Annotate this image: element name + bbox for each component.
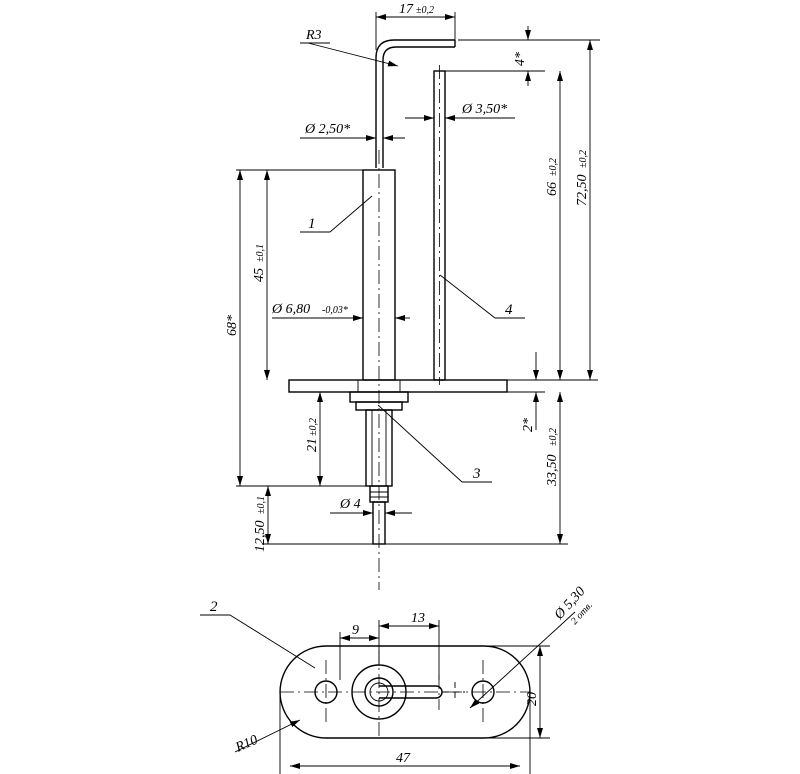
dim-plate-width: 20: [525, 692, 540, 706]
dim-pin-diameter: Ø 4: [339, 497, 361, 512]
dim-top-width: 17: [399, 2, 414, 17]
mounting-plate-side: [288, 379, 508, 393]
dim-shank-length-tol: ±0,2: [308, 418, 319, 436]
callout-part-4: 4: [505, 302, 513, 318]
dim-lower-length: 33,50: [545, 455, 560, 488]
dim-total-height: 72,50: [575, 175, 590, 207]
dim-insulator-height: 45: [252, 268, 267, 282]
dim-hole-offset: 9: [352, 623, 359, 638]
dim-pin-length-tol: ±0,1: [256, 496, 267, 514]
dim-lower-length-tol: ±0,2: [548, 428, 559, 446]
callout-part-1: 1: [308, 216, 316, 232]
dim-insulator-height-tol: ±0,1: [255, 244, 266, 262]
dim-plate-thickness: 2*: [521, 418, 536, 432]
electrode-wire-outer: [375, 39, 455, 168]
electrode-wire-inner: [382, 46, 455, 168]
dim-rod-height-tol: ±0,2: [548, 158, 559, 176]
dim-plate-length: 47: [396, 751, 411, 766]
front-view-dimensions: 17 ±0,2 R3 Ø 2,50* Ø 3,50* 4* 66 ±0,2 72…: [225, 2, 600, 552]
dim-top-width-tol: ±0,2: [416, 5, 434, 16]
dim-overall-length: 68*: [225, 315, 240, 336]
dim-center-spacing: 13: [411, 611, 425, 626]
dim-shank-length: 21: [305, 438, 320, 452]
callout-part-2: 2: [210, 599, 218, 615]
dim-rod-height: 66: [545, 182, 560, 196]
dim-insulator-diameter: Ø 6,80: [271, 302, 310, 317]
mounting-hole-left: [314, 680, 338, 704]
dim-bend-offset: 4*: [513, 52, 528, 66]
part-callouts: 1 4 3 2: [200, 195, 525, 669]
callout-part-3: 3: [472, 466, 481, 482]
dim-corner-radius: R10: [233, 733, 261, 756]
central-boss-inner: [364, 677, 394, 707]
dim-rod-diameter: Ø 3,50*: [461, 102, 507, 117]
dim-total-height-tol: ±0,2: [578, 150, 589, 168]
plan-view: [279, 645, 531, 739]
dim-insulator-diameter-tol: -0,03*: [322, 305, 348, 316]
dim-bend-radius: R3: [305, 28, 322, 43]
mounting-hole-right: [471, 680, 495, 704]
front-view: [288, 39, 508, 590]
wire-top-view: [379, 685, 443, 699]
dim-wire-diameter: Ø 2,50*: [304, 122, 350, 137]
dim-pin-length: 12,50: [253, 521, 268, 553]
plan-view-dimensions: 9 13 Ø 5,30 2 отв. 20 47 R10: [233, 584, 595, 774]
